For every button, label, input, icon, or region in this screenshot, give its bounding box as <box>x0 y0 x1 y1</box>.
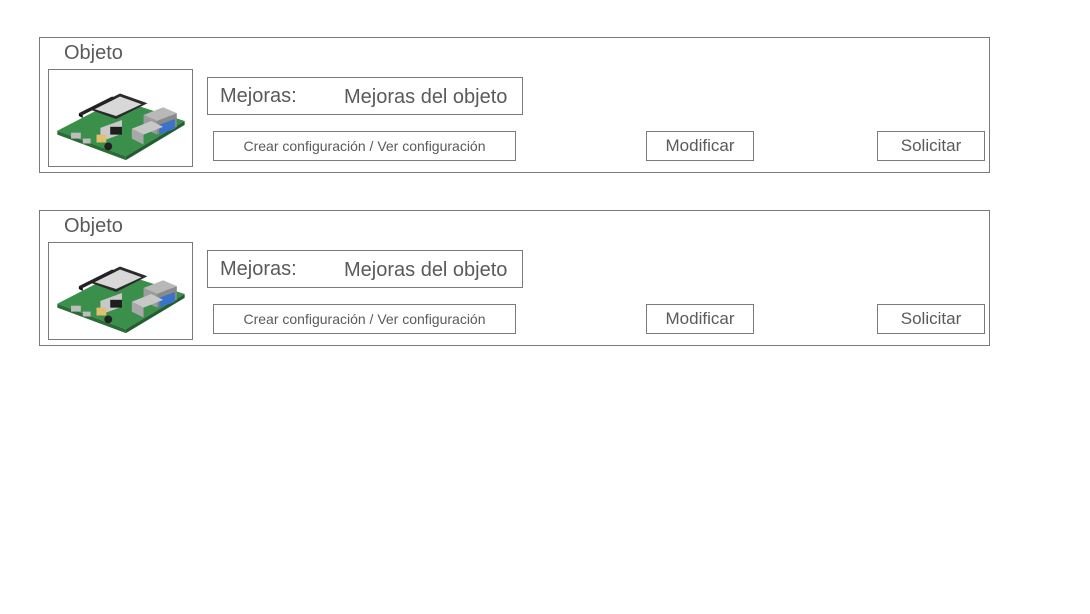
modify-button[interactable]: Modificar <box>646 131 754 161</box>
object-image <box>48 69 193 167</box>
object-title: Objeto <box>64 215 123 237</box>
request-button[interactable]: Solicitar <box>877 131 985 161</box>
improvements-label: Mejoras: <box>220 85 297 107</box>
object-title: Objeto <box>64 42 123 64</box>
improvements-field: Mejoras: Mejoras del objeto <box>207 77 523 115</box>
raspberry-pi-board-icon <box>57 266 185 334</box>
config-button[interactable]: Crear configuración / Ver configuración <box>213 131 516 161</box>
improvements-label: Mejoras: <box>220 258 297 280</box>
object-card: Objeto Mejoras: Mejoras del objeto <box>39 210 990 346</box>
improvements-value: Mejoras del objeto <box>344 259 508 281</box>
improvements-field: Mejoras: Mejoras del objeto <box>207 250 523 288</box>
object-card: Objeto Mejoras: Mejoras del objeto <box>39 37 990 173</box>
config-button[interactable]: Crear configuración / Ver configuración <box>213 304 516 334</box>
improvements-value: Mejoras del objeto <box>344 86 508 108</box>
modify-button[interactable]: Modificar <box>646 304 754 334</box>
request-button[interactable]: Solicitar <box>877 304 985 334</box>
object-image <box>48 242 193 340</box>
raspberry-pi-board-icon <box>57 93 185 161</box>
